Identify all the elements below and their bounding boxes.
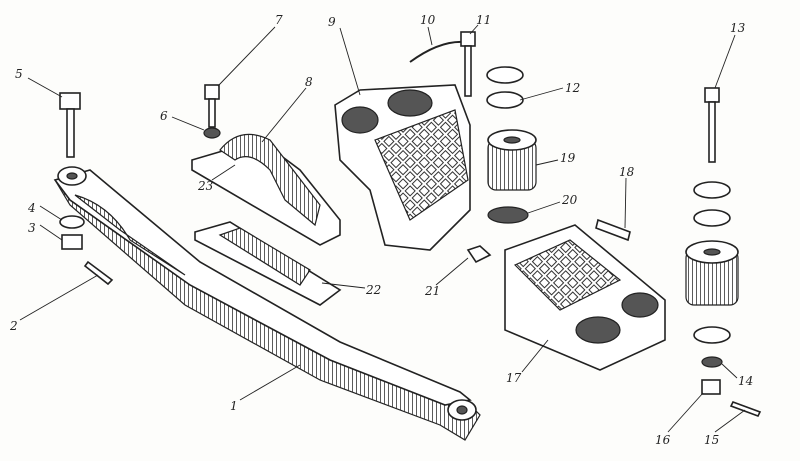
strap-bracket-8 <box>191 133 341 246</box>
label-23: 23 <box>197 179 214 193</box>
label-6: 6 <box>160 109 168 123</box>
label-4: 4 <box>27 201 36 215</box>
nut-21 <box>466 245 492 264</box>
label-13: 13 <box>730 21 746 35</box>
leader-lines <box>19 24 746 433</box>
label-20: 20 <box>561 193 578 207</box>
label-22: 22 <box>365 283 381 297</box>
washer-14 <box>701 356 723 368</box>
mounting-plate-22 <box>194 221 342 306</box>
label-9: 9 <box>328 15 336 29</box>
lower-bracket-17 <box>504 224 666 371</box>
label-11: 11 <box>476 13 491 27</box>
bolt-13 <box>704 87 720 163</box>
label-19: 19 <box>560 151 576 165</box>
label-2: 2 <box>9 319 18 333</box>
label-10: 10 <box>420 13 436 27</box>
label-5: 5 <box>15 67 23 81</box>
bolt-11 <box>460 31 476 97</box>
label-18: 18 <box>619 165 635 179</box>
washer-13a <box>693 181 731 199</box>
washer-6 <box>203 127 221 139</box>
label-21: 21 <box>424 284 440 298</box>
label-15: 15 <box>704 433 719 447</box>
bolt-7 <box>204 84 220 128</box>
engine-bracket-9 <box>334 84 471 251</box>
wire-10 <box>409 40 466 63</box>
rubber-bushing-right <box>685 240 739 306</box>
washer-20 <box>487 206 529 224</box>
label-14: 14 <box>738 374 753 388</box>
label-1: 1 <box>230 399 238 413</box>
cotter-pin-2 <box>83 260 114 286</box>
castle-nut-3 <box>61 234 83 250</box>
label-17: 17 <box>506 371 522 385</box>
label-3: 3 <box>28 221 36 235</box>
callout-labels: 1 2 3 4 5 6 7 8 9 10 11 12 13 14 15 16 1… <box>9 13 753 447</box>
pin-18 <box>595 218 631 242</box>
label-16: 16 <box>655 433 671 447</box>
cotter-pin-15 <box>729 401 762 417</box>
crossmember-beam <box>53 166 481 441</box>
castle-nut-16 <box>701 379 721 395</box>
washer-13b <box>693 209 731 227</box>
label-12: 12 <box>565 81 580 95</box>
washer-12b <box>486 91 524 109</box>
label-7: 7 <box>275 13 283 27</box>
washer-12a <box>486 66 524 84</box>
rubber-bushing-19 <box>487 129 537 191</box>
washer-right-bottom <box>693 326 731 344</box>
washer-4 <box>59 215 85 229</box>
bolt-5 <box>59 92 81 158</box>
label-8: 8 <box>305 75 313 89</box>
